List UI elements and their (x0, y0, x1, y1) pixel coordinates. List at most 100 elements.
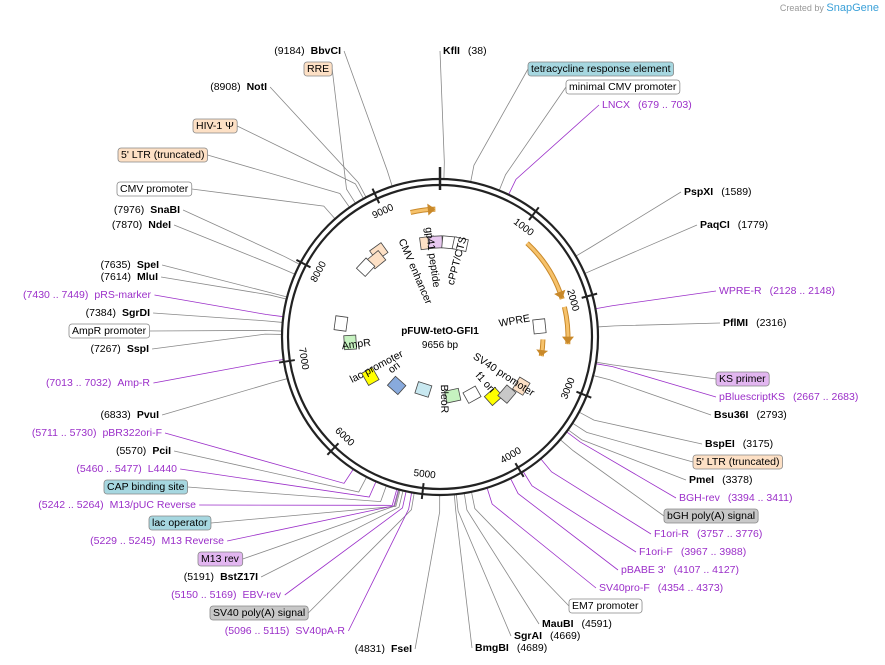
map-label[interactable]: AmpR promoter (68, 323, 151, 339)
label-connector (199, 488, 398, 506)
map-label[interactable]: tetracycline response element (527, 61, 674, 77)
map-label[interactable]: BGH-rev(3394 .. 3411) (679, 492, 792, 504)
map-label[interactable]: LNCX(679 .. 703) (602, 99, 692, 111)
map-label[interactable]: minimal CMV promoter (565, 79, 681, 95)
map-label[interactable]: 5' LTR (truncated) (692, 454, 783, 470)
inner-feature-shape (483, 386, 504, 407)
map-label[interactable]: (7635)SpeI (100, 259, 159, 271)
map-label[interactable]: BspEI(3175) (705, 438, 773, 450)
label-name: SpeI (137, 259, 159, 271)
map-label[interactable]: (5191)BstZ17I (184, 571, 258, 583)
map-label[interactable]: KS primer (715, 371, 770, 387)
map-label[interactable]: PmeI(3378) (689, 474, 752, 486)
label-post: (4669) (550, 630, 580, 642)
label-connector (510, 478, 619, 571)
label-name: 5' LTR (truncated) (121, 149, 205, 161)
brand-name: SnapGene (826, 2, 879, 14)
map-label[interactable]: F1ori-F(3967 .. 3988) (639, 546, 746, 558)
map-label[interactable]: CAP binding site (103, 479, 188, 495)
map-label[interactable]: bGH poly(A) signal (663, 508, 759, 524)
label-name: M13 rev (201, 553, 240, 565)
map-label[interactable]: (7614)MluI (101, 271, 158, 283)
map-label-text: KflI(38) (443, 45, 487, 57)
inner-feature-shape (511, 376, 531, 396)
tick-label: 5000 (413, 468, 437, 481)
map-label-text: CMV promoter (120, 183, 189, 195)
map-label[interactable]: (5570)PciI (116, 445, 171, 457)
label-connector (540, 458, 652, 535)
map-label[interactable]: (4831) FseI (355, 643, 412, 655)
label-connector (566, 431, 677, 499)
map-label[interactable]: Bsu36I(2793) (714, 409, 787, 421)
map-label[interactable]: F1ori-R(3757 .. 3776) (654, 528, 762, 540)
feature-arrowhead (561, 336, 574, 345)
map-label-text: (5570)PciI (116, 445, 171, 457)
map-label[interactable]: (7267)SspI (90, 343, 149, 355)
label-connector (161, 378, 288, 416)
map-label[interactable]: (5711 .. 5730)pBR322ori-F (32, 427, 162, 439)
map-label[interactable]: lac operator (148, 515, 212, 531)
map-label[interactable]: 5' LTR (truncated) (117, 147, 208, 163)
map-label[interactable]: SV40pro-F(4354 .. 4373) (599, 582, 723, 594)
label-connector (595, 290, 717, 310)
map-label[interactable]: (5229 .. 5245)M13 Reverse (90, 535, 224, 547)
map-label[interactable]: (7976)SnaBI (114, 204, 180, 216)
map-label[interactable]: M13 rev (197, 551, 244, 567)
map-label[interactable]: BmgBI(4689) (475, 642, 547, 654)
map-label[interactable]: pBluescriptKS(2667 .. 2683) (719, 391, 858, 403)
map-label-text: (7635)SpeI (100, 259, 159, 271)
label-connector (173, 450, 367, 493)
feature-arrowhead (536, 349, 549, 357)
map-label-text: M13 rev (201, 553, 240, 565)
map-label-text: (7614)MluI (101, 271, 158, 283)
map-label[interactable]: (5150 .. 5169)EBV-rev (171, 589, 282, 601)
map-label[interactable]: PflMI(2316) (723, 317, 786, 329)
label-name: EM7 promoter (572, 600, 639, 612)
label-name: M13/pUC Reverse (110, 499, 197, 511)
label-name: pBR322ori-F (102, 427, 162, 439)
label-post: (2316) (756, 317, 786, 329)
map-label[interactable]: PaqCI(1779) (700, 219, 768, 231)
label-name: SV40pro-F (599, 582, 650, 594)
map-label[interactable]: (5096 .. 5115)SV40pA-R (225, 625, 346, 637)
label-post: (4591) (582, 618, 612, 630)
map-label[interactable]: (5460 .. 5477)L4440 (76, 463, 177, 475)
label-pre: (7870) (112, 219, 142, 231)
map-label-text: 5' LTR (truncated) (696, 456, 780, 468)
label-box (692, 454, 783, 470)
map-label[interactable]: RRE (303, 61, 333, 77)
map-label[interactable]: pBABE 3'(4107 .. 4127) (621, 564, 739, 576)
map-label[interactable]: WPRE-R(2128 .. 2148) (719, 285, 835, 297)
map-label[interactable]: KflI(38) (443, 45, 487, 57)
map-label[interactable]: (7013 .. 7032)Amp-R (46, 377, 150, 389)
map-label[interactable]: (5242 .. 5264)M13/pUC Reverse (38, 499, 196, 511)
map-label-text: (7267)SspI (90, 343, 149, 355)
map-label[interactable]: SV40 poly(A) signal (209, 605, 309, 621)
map-label[interactable]: (6833)PvuI (100, 409, 159, 421)
label-name: FseI (391, 643, 412, 655)
label-pre: (4831) (355, 643, 385, 655)
map-label[interactable]: (9184)BbvCI (274, 45, 341, 57)
label-post: (1589) (721, 186, 751, 198)
label-connector (173, 224, 296, 275)
map-label[interactable]: EM7 promoter (568, 598, 643, 614)
label-post: (4689) (517, 642, 547, 654)
map-label[interactable]: (7384)SgrDI (86, 307, 150, 319)
label-connector (575, 191, 682, 257)
map-label[interactable]: (8908)NotI (210, 81, 267, 93)
map-label[interactable]: (7870)NdeI (112, 219, 171, 231)
map-label-text: CAP binding site (107, 481, 185, 493)
label-connector (242, 489, 400, 560)
inner-feature-label: AmpR (341, 337, 372, 353)
label-connector (567, 429, 687, 481)
label-box (715, 371, 770, 387)
map-label[interactable]: SgrAI(4669) (514, 630, 580, 642)
label-pre: (7430 .. 7449) (23, 289, 88, 301)
map-label[interactable]: PspXI(1589) (684, 186, 752, 198)
map-label[interactable]: (7430 .. 7449)pRS-marker (23, 289, 151, 301)
label-name: minimal CMV promoter (569, 81, 677, 93)
map-label[interactable]: MauBI(4591) (542, 618, 612, 630)
map-label[interactable]: HIV-1 Ψ (192, 118, 238, 134)
map-label-text: 5' LTR (truncated) (121, 149, 205, 161)
map-label[interactable]: CMV promoter (116, 181, 193, 197)
